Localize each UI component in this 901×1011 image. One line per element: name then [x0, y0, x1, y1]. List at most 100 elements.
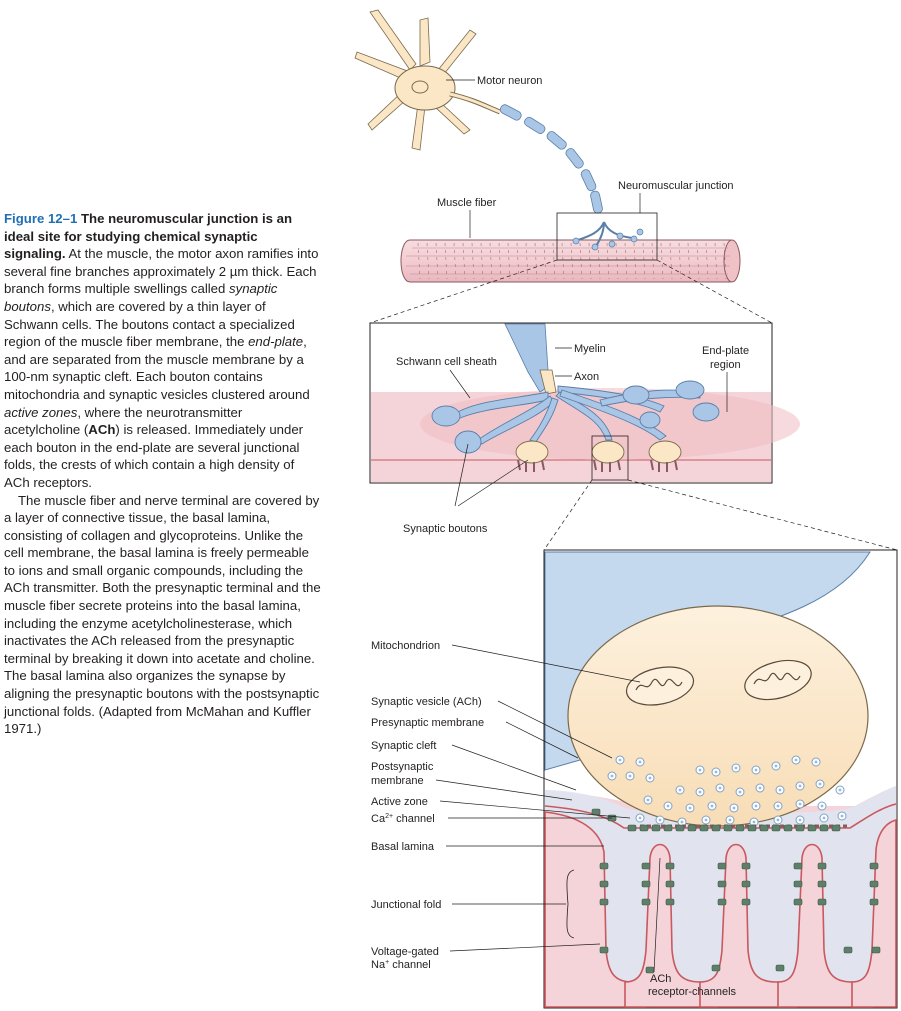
caption-p1-segment: active zones — [4, 404, 78, 420]
synaptic-vesicle — [695, 787, 705, 797]
muscle-fiber-drawing: Neuromuscular junction Muscle fiber — [369, 180, 773, 324]
ion-channel — [771, 824, 781, 832]
endplate-boutons — [515, 440, 682, 472]
ion-channel — [741, 880, 751, 888]
ion-channel — [599, 946, 609, 954]
synaptic-vesicle — [751, 765, 761, 775]
ion-channel — [711, 964, 721, 972]
label-active-zone: Active zone — [371, 796, 428, 808]
synaptic-vesicle — [707, 801, 717, 811]
figure-caption: Figure 12–1 The neuromuscular junction i… — [4, 210, 322, 738]
synaptic-vesicle — [751, 801, 761, 811]
ion-channel — [793, 898, 803, 906]
label-postsynaptic-1: Postsynaptic — [371, 761, 434, 773]
synaptic-vesicle — [725, 815, 735, 825]
caption-p1-segment: synaptic boutons — [4, 281, 278, 314]
synaptic-vesicle — [635, 757, 645, 767]
synaptic-vesicle — [607, 771, 617, 781]
caption-p1-segment: ACh — [88, 422, 116, 438]
ion-channel — [665, 862, 675, 870]
label-endplate-1: End-plate — [702, 345, 749, 357]
ion-channel — [869, 862, 879, 870]
label-ach-1: ACh — [650, 973, 671, 985]
ion-channel — [641, 862, 651, 870]
synaptic-vesicle — [655, 815, 665, 825]
ion-channel — [819, 824, 829, 832]
endplate-panel: Myelin Axon Schwann cell sheath End-plat… — [369, 322, 898, 551]
synaptic-vesicle — [663, 801, 673, 811]
ion-channel — [717, 880, 727, 888]
synaptic-vesicle — [715, 783, 725, 793]
synaptic-vesicle — [701, 815, 711, 825]
synaptic-vesicle — [643, 795, 653, 805]
ion-channel — [817, 862, 827, 870]
synaptic-vesicle — [795, 815, 805, 825]
ion-channel — [599, 898, 609, 906]
ion-channel — [741, 862, 751, 870]
ion-channel — [807, 824, 817, 832]
synaptic-vesicle — [695, 765, 705, 775]
ion-channel — [747, 824, 757, 832]
ion-channel — [869, 898, 879, 906]
label-vg-2: Na+ channel — [371, 959, 431, 971]
synaptic-vesicle — [729, 803, 739, 813]
synaptic-vesicle — [711, 767, 721, 777]
caption-p1-segment: , where the neurotransmitter acetylcholi… — [4, 404, 243, 438]
ion-channel — [735, 824, 745, 832]
synaptic-vesicle — [835, 785, 845, 795]
label-synaptic-cleft: Synaptic cleft — [371, 740, 436, 752]
label-myelin: Myelin — [574, 343, 606, 355]
label-ach-2: receptor-channels — [648, 986, 737, 998]
caption-p1-segment: ) is released. Immediately under each bo… — [4, 422, 304, 490]
synaptic-vesicle — [755, 783, 765, 793]
ion-channel — [711, 824, 721, 832]
ion-channel — [775, 964, 785, 972]
caption-p1-segment: , and are separated from the muscle memb… — [4, 334, 310, 402]
ion-channel — [759, 824, 769, 832]
ion-channel — [843, 946, 853, 954]
synaptic-vesicle — [773, 801, 783, 811]
ion-channel — [591, 808, 601, 816]
ion-channel — [793, 862, 803, 870]
label-mitochondrion: Mitochondrion — [371, 640, 440, 652]
ion-channel — [817, 898, 827, 906]
label-motor-neuron: Motor neuron — [477, 75, 542, 87]
figure-title: The neuromuscular junction is an ideal s… — [4, 211, 293, 262]
synaptic-vesicle — [615, 755, 625, 765]
caption-paragraph-2: The muscle fiber and nerve terminal are … — [4, 492, 321, 737]
ion-channel — [651, 824, 661, 832]
caption-p1-segment: end-plate — [248, 334, 304, 350]
label-endplate-2: region — [710, 359, 741, 371]
synaptic-vesicle — [685, 803, 695, 813]
ion-channel — [663, 824, 673, 832]
ion-channel — [665, 898, 675, 906]
label-postsynaptic-2: membrane — [371, 775, 424, 787]
ion-channel — [687, 824, 697, 832]
synaptic-vesicle — [815, 779, 825, 789]
ion-channel — [599, 880, 609, 888]
synaptic-vesicle — [731, 763, 741, 773]
ion-channel — [869, 880, 879, 888]
label-muscle-fiber: Muscle fiber — [437, 197, 497, 209]
synaptic-vesicle — [819, 813, 829, 823]
label-synaptic-vesicle: Synaptic vesicle (ACh) — [371, 696, 482, 708]
ion-channel — [741, 898, 751, 906]
synaptic-vesicle — [675, 785, 685, 795]
label-vg-1: Voltage-gated — [371, 946, 439, 958]
ion-channel — [627, 824, 637, 832]
synapse-detail-panel: Mitochondrion Synaptic vesicle (ACh) Pre… — [371, 549, 898, 1009]
synaptic-vesicle — [795, 799, 805, 809]
ion-channel — [795, 824, 805, 832]
synaptic-vesicle — [791, 755, 801, 765]
ion-channel — [793, 880, 803, 888]
ion-channel — [783, 824, 793, 832]
ion-channel — [665, 880, 675, 888]
synaptic-vesicle — [775, 785, 785, 795]
label-axon: Axon — [574, 371, 599, 383]
ion-channel — [723, 824, 733, 832]
ion-channel — [717, 862, 727, 870]
ion-channel — [641, 898, 651, 906]
ion-channel — [817, 880, 827, 888]
caption-p1-segment: At the muscle, the motor axon ramifies i… — [4, 246, 319, 297]
synaptic-vesicle — [635, 813, 645, 823]
